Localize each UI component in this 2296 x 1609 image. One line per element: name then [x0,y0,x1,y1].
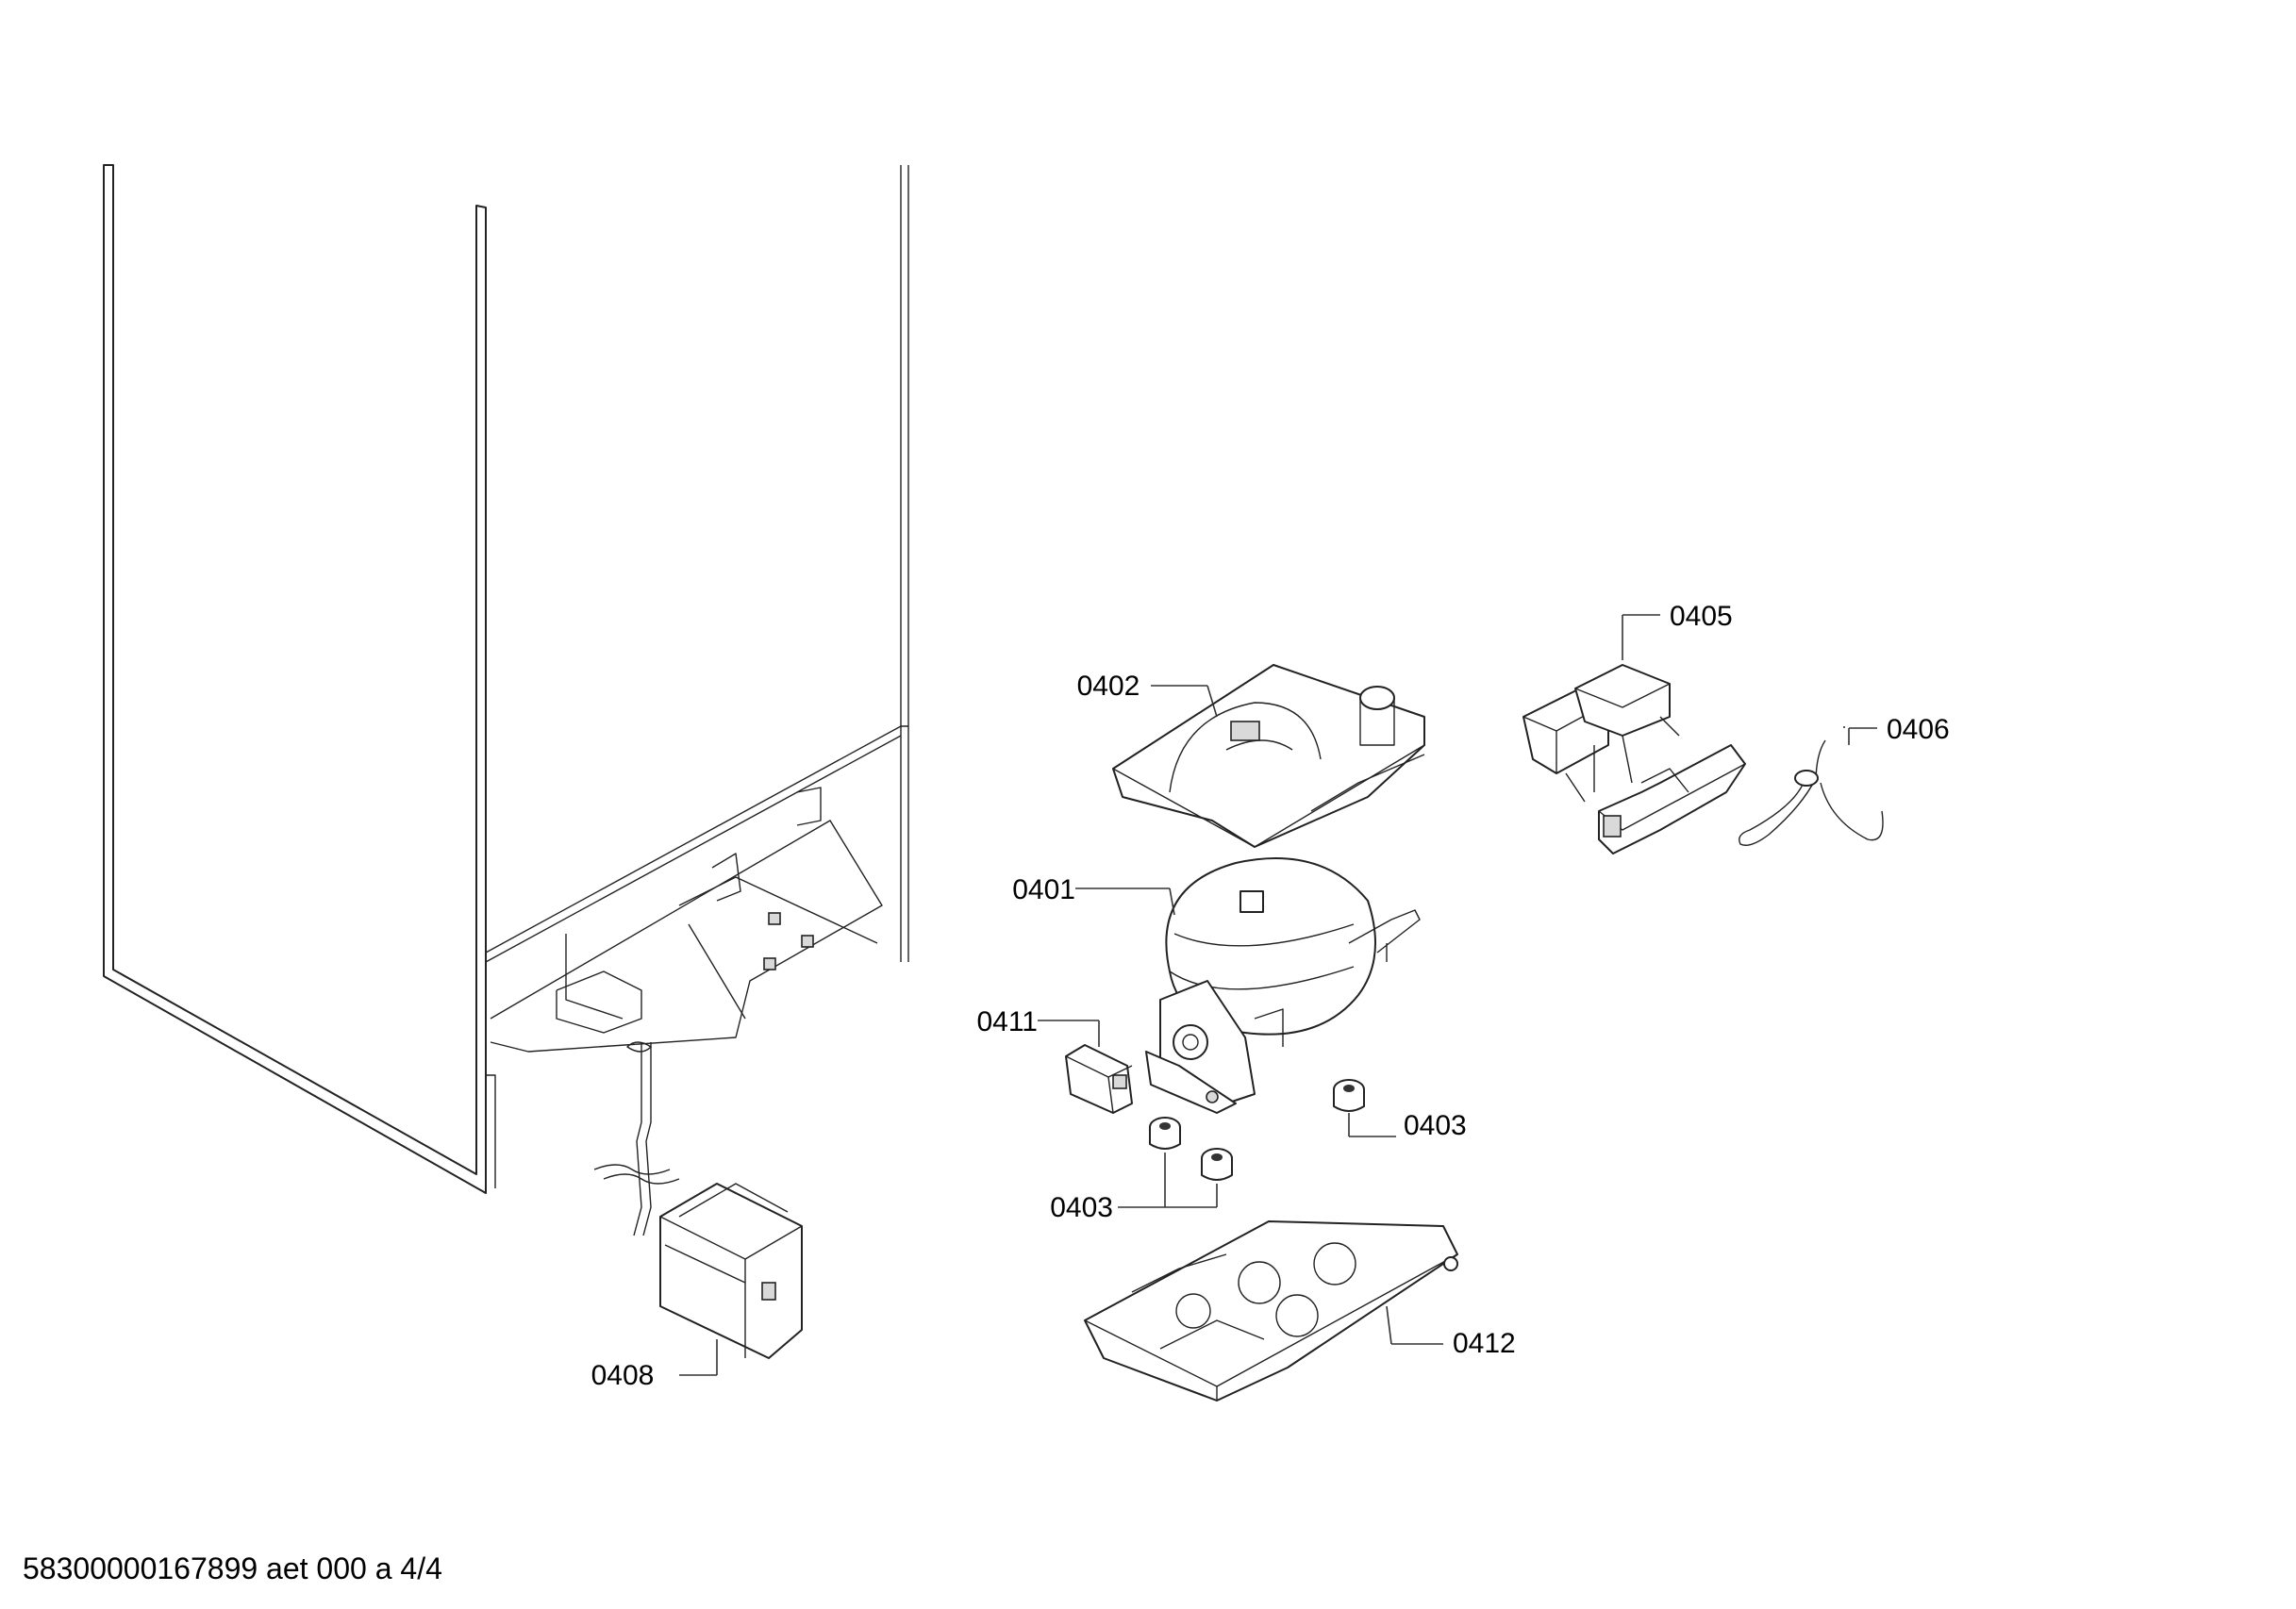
start-relay [1038,1020,1133,1114]
relay-box [1522,614,1746,854]
label-0405: 0405 [1670,601,1733,632]
label-0411: 0411 [976,1006,1038,1037]
rubber-damper-left [1118,1117,1233,1208]
label-0401: 0401 [1012,874,1075,905]
rubber-damper-right [1333,1079,1396,1137]
label-0402: 0402 [1077,671,1140,702]
label-0403-left: 0403 [1050,1192,1113,1223]
mounting-plate [1084,1220,1458,1402]
compressor-cover [1112,664,1425,848]
label-0403-right: 0403 [1404,1110,1467,1141]
document-footer: 58300000167899 aet 000 a 4/4 [23,1551,442,1585]
compressor [1075,857,1421,1114]
electronic-module [593,1041,803,1376]
label-0406: 0406 [1887,714,1950,745]
label-0412: 0412 [1453,1328,1516,1359]
label-0408: 0408 [591,1360,655,1391]
temperature-sensor [1739,726,1884,846]
fridge-cabinet [103,164,909,1194]
